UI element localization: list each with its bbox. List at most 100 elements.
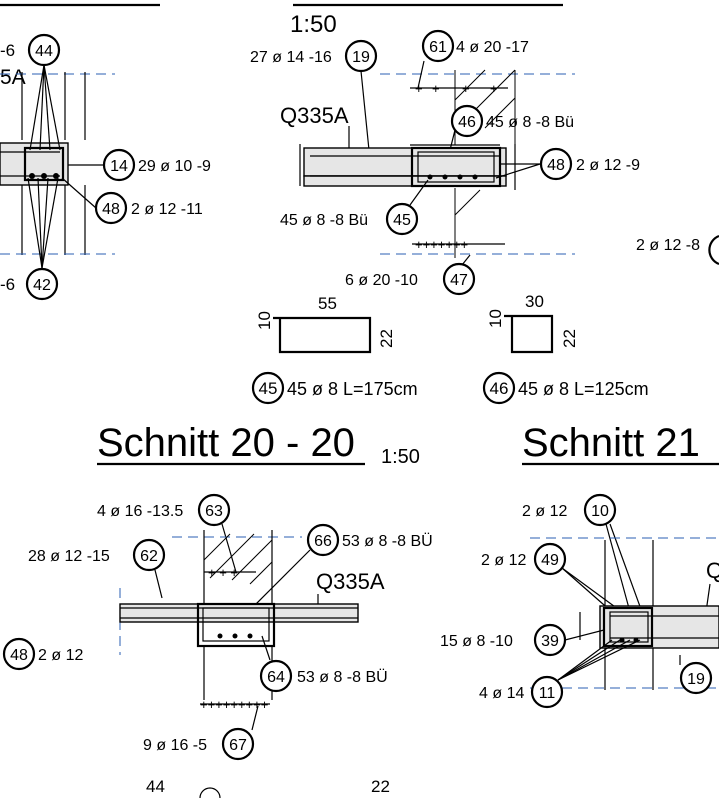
- marker-63: 63: [205, 503, 223, 520]
- beam-label: Q335A: [280, 103, 349, 128]
- marker-14: 14: [110, 158, 128, 175]
- label-10-text: 2 ø 12: [522, 503, 567, 520]
- label-46-text: 45 ø 8 -8 Bü: [486, 114, 574, 131]
- leader-line: [449, 129, 456, 151]
- rebar-ticks: +: [490, 81, 498, 96]
- leader-line: [409, 179, 429, 206]
- marker-61: 61: [429, 39, 447, 56]
- label-48b-text: 2 ø 12 -9: [576, 157, 640, 174]
- rebar-dot: [247, 633, 253, 639]
- rebar-ticks: +: [462, 81, 470, 96]
- rebar-dot: [442, 174, 448, 180]
- dim-right-45: 22: [377, 329, 396, 348]
- marker-circle-partial: [708, 234, 719, 266]
- rebar-ticks: +: [415, 81, 423, 96]
- leader-line: [29, 64, 45, 151]
- dim-top-46: 30: [525, 292, 544, 311]
- stirrup-inner: [417, 151, 495, 183]
- rebar-dot: [232, 633, 238, 639]
- marker-circle-66: [306, 523, 340, 557]
- label-66-text: 53 ø 8 -8 BÜ: [342, 532, 433, 550]
- label-67-text: 9 ø 16 -5: [143, 737, 207, 754]
- leader-line: [221, 523, 237, 573]
- leader-line: [27, 177, 43, 269]
- label-11-text: 4 ø 14: [479, 685, 524, 702]
- rebar-dot: [53, 173, 59, 179]
- marker-circle-46b: [482, 371, 516, 405]
- marker-66: 66: [314, 533, 332, 550]
- bottom-number-22: 22: [371, 777, 390, 796]
- rebar-dot: [29, 173, 35, 179]
- marker-44: 44: [35, 43, 53, 60]
- leader-line: [61, 177, 97, 209]
- rebar-dot: [457, 174, 463, 180]
- section-20-scale: 1:50: [381, 446, 420, 468]
- rebar-ticks: +++++++++: [200, 697, 268, 712]
- leader-line: [43, 64, 61, 151]
- marker-circle-10: [583, 493, 617, 527]
- section-21-title: Schnitt 21: [522, 421, 700, 465]
- marker-circle-64: [259, 659, 293, 693]
- marker-19: 19: [352, 49, 370, 66]
- marker-circle-19b: [679, 661, 713, 695]
- label-63-text: 4 ø 16 -13.5: [97, 503, 183, 520]
- leader-line: [557, 639, 621, 681]
- rebar-dot: [427, 174, 433, 180]
- caption-46: 45 ø 8 L=125cm: [518, 379, 649, 399]
- marker-19b: 19: [687, 671, 705, 688]
- marker-11: 11: [539, 685, 556, 702]
- label-right-text: 2 ø 12 -8: [636, 237, 700, 254]
- leader-line: [154, 569, 163, 599]
- marker-45: 45: [393, 212, 411, 229]
- marker-64: 64: [267, 669, 285, 686]
- leader-line: [557, 639, 641, 681]
- scale-label: 1:50: [290, 11, 337, 38]
- beam-label-5a: 5A: [0, 66, 26, 89]
- dim-left-46: 10: [486, 309, 505, 328]
- label-48-text: 2 ø 12 -11: [131, 201, 203, 218]
- marker-circle-42: [25, 267, 59, 301]
- marker-67: 67: [229, 737, 247, 754]
- marker-46b: 46: [490, 379, 509, 398]
- marker-circle-45b: [251, 371, 285, 405]
- leader-line: [561, 567, 613, 613]
- label-14-text: 29 ø 10 -9: [138, 158, 211, 175]
- label-49-text: 2 ø 12: [481, 552, 526, 569]
- label-64-text: 53 ø 8 -8 BÜ: [297, 668, 388, 686]
- stirrup: [23, 146, 65, 182]
- leader-line: [41, 177, 59, 269]
- leader-line: [561, 567, 623, 613]
- rebar-dot: [217, 633, 223, 639]
- marker-circle-48c: [2, 637, 36, 671]
- marker-circle-61: [421, 29, 455, 63]
- marker-48c: 48: [10, 647, 28, 664]
- rebar-ticks: +++++++: [415, 237, 468, 252]
- marker-circle-63: [197, 493, 231, 527]
- marker-circle-48: [94, 191, 128, 225]
- leader-line: [41, 177, 49, 269]
- marker-circle-46: [450, 104, 484, 138]
- marker-45b: 45: [259, 379, 278, 398]
- marker-49: 49: [541, 552, 559, 569]
- label-44-text: -6: [0, 41, 15, 60]
- partial-circle: [199, 787, 221, 798]
- label-47-text: 6 ø 20 -10: [345, 272, 418, 289]
- leader-line: [495, 163, 541, 179]
- marker-circle-49: [533, 542, 567, 576]
- rebar-dot: [472, 174, 478, 180]
- rebar-ticks: + + +: [208, 565, 238, 580]
- leader-line: [417, 60, 425, 89]
- leader-line: [609, 523, 643, 613]
- stirrup-outer-20: [196, 602, 276, 648]
- marker-circle-11: [530, 675, 564, 709]
- dim-left-45: 10: [255, 311, 274, 330]
- label-19-text: 27 ø 14 -16: [250, 49, 332, 66]
- label-61-text: 4 ø 20 -17: [456, 39, 529, 56]
- dim-right-46: 22: [560, 329, 579, 348]
- label-48c-text: 2 ø 12: [38, 647, 83, 664]
- marker-circle-48b: [539, 147, 573, 181]
- leader-line: [37, 177, 43, 269]
- section-20-title: Schnitt 20 - 20: [97, 421, 355, 465]
- marker-10: 10: [591, 503, 609, 520]
